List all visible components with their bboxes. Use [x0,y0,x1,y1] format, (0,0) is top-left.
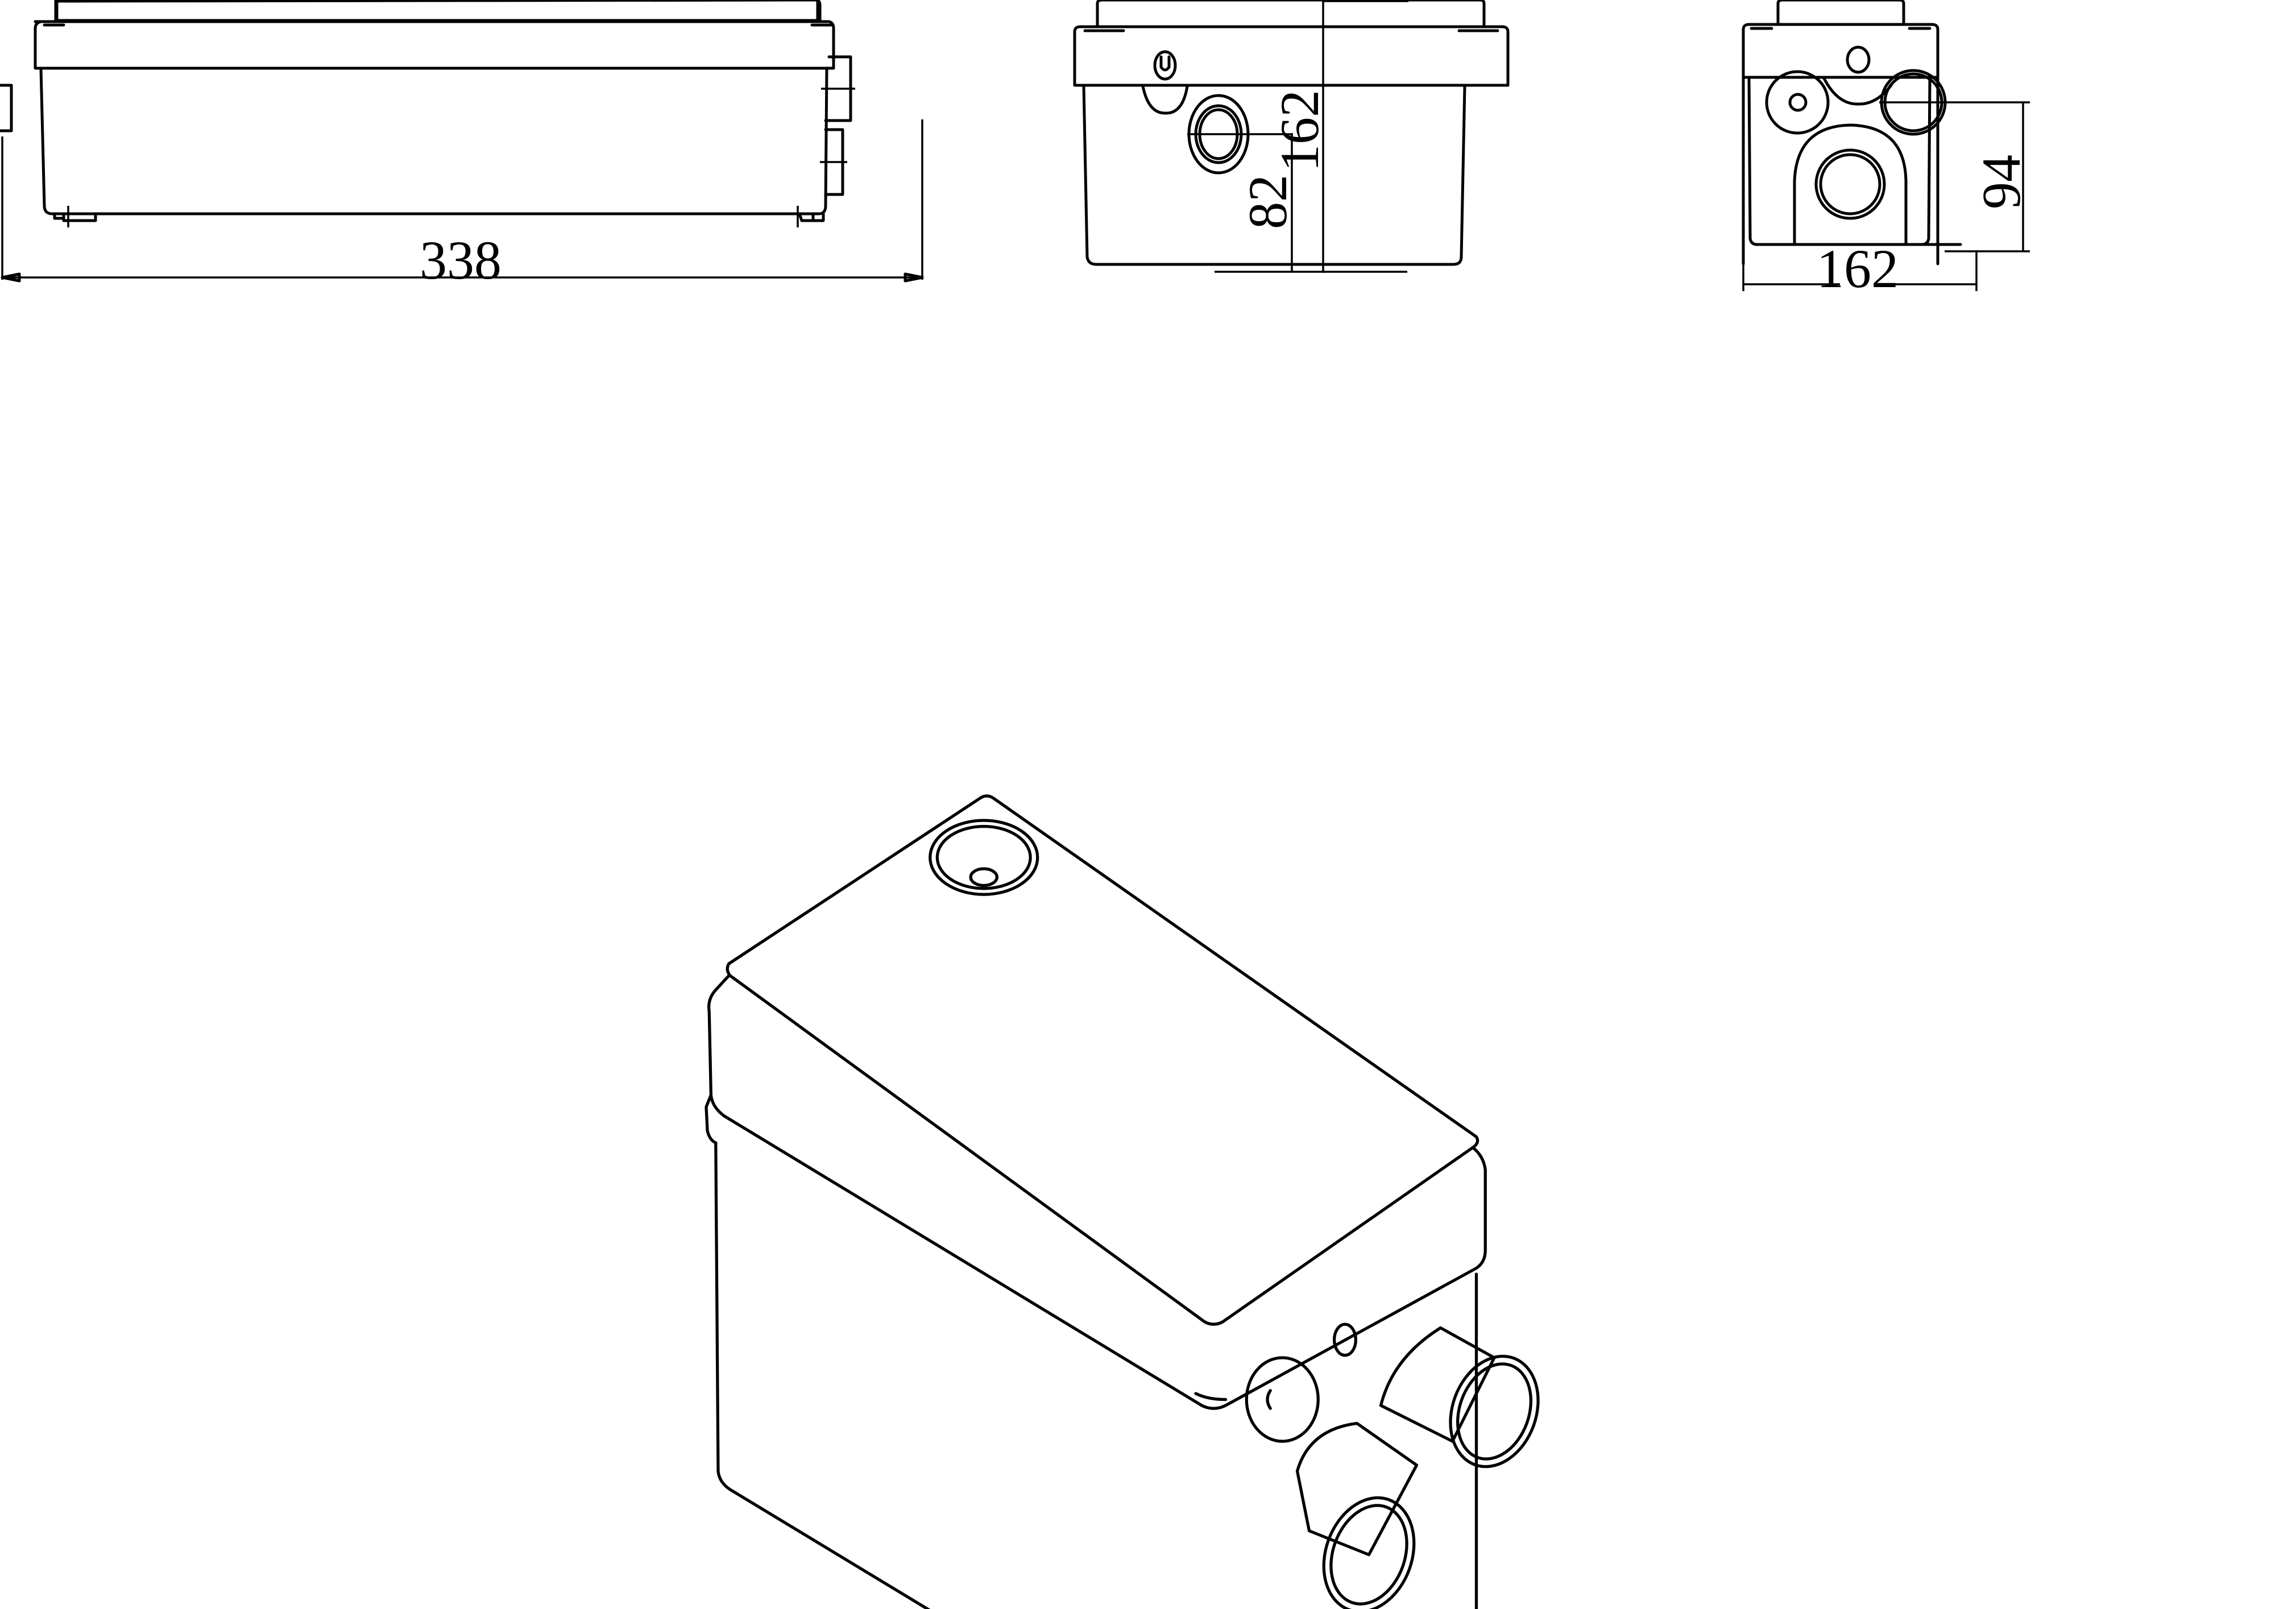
side-view: 338 [0,0,924,291]
dimension-label-length: 338 [420,230,502,291]
end-view: 162 82 [1073,0,1510,273]
dimension-label-width: 162 [1817,238,1899,299]
rear-view: 162 94 [1742,0,2032,299]
dimension-label-height: 162 [1269,90,1330,172]
dimension-label-inlet-height: 94 [1971,155,2032,209]
isometric-view [704,794,1540,1609]
dimension-label-outlet-height: 82 [1237,175,1298,229]
